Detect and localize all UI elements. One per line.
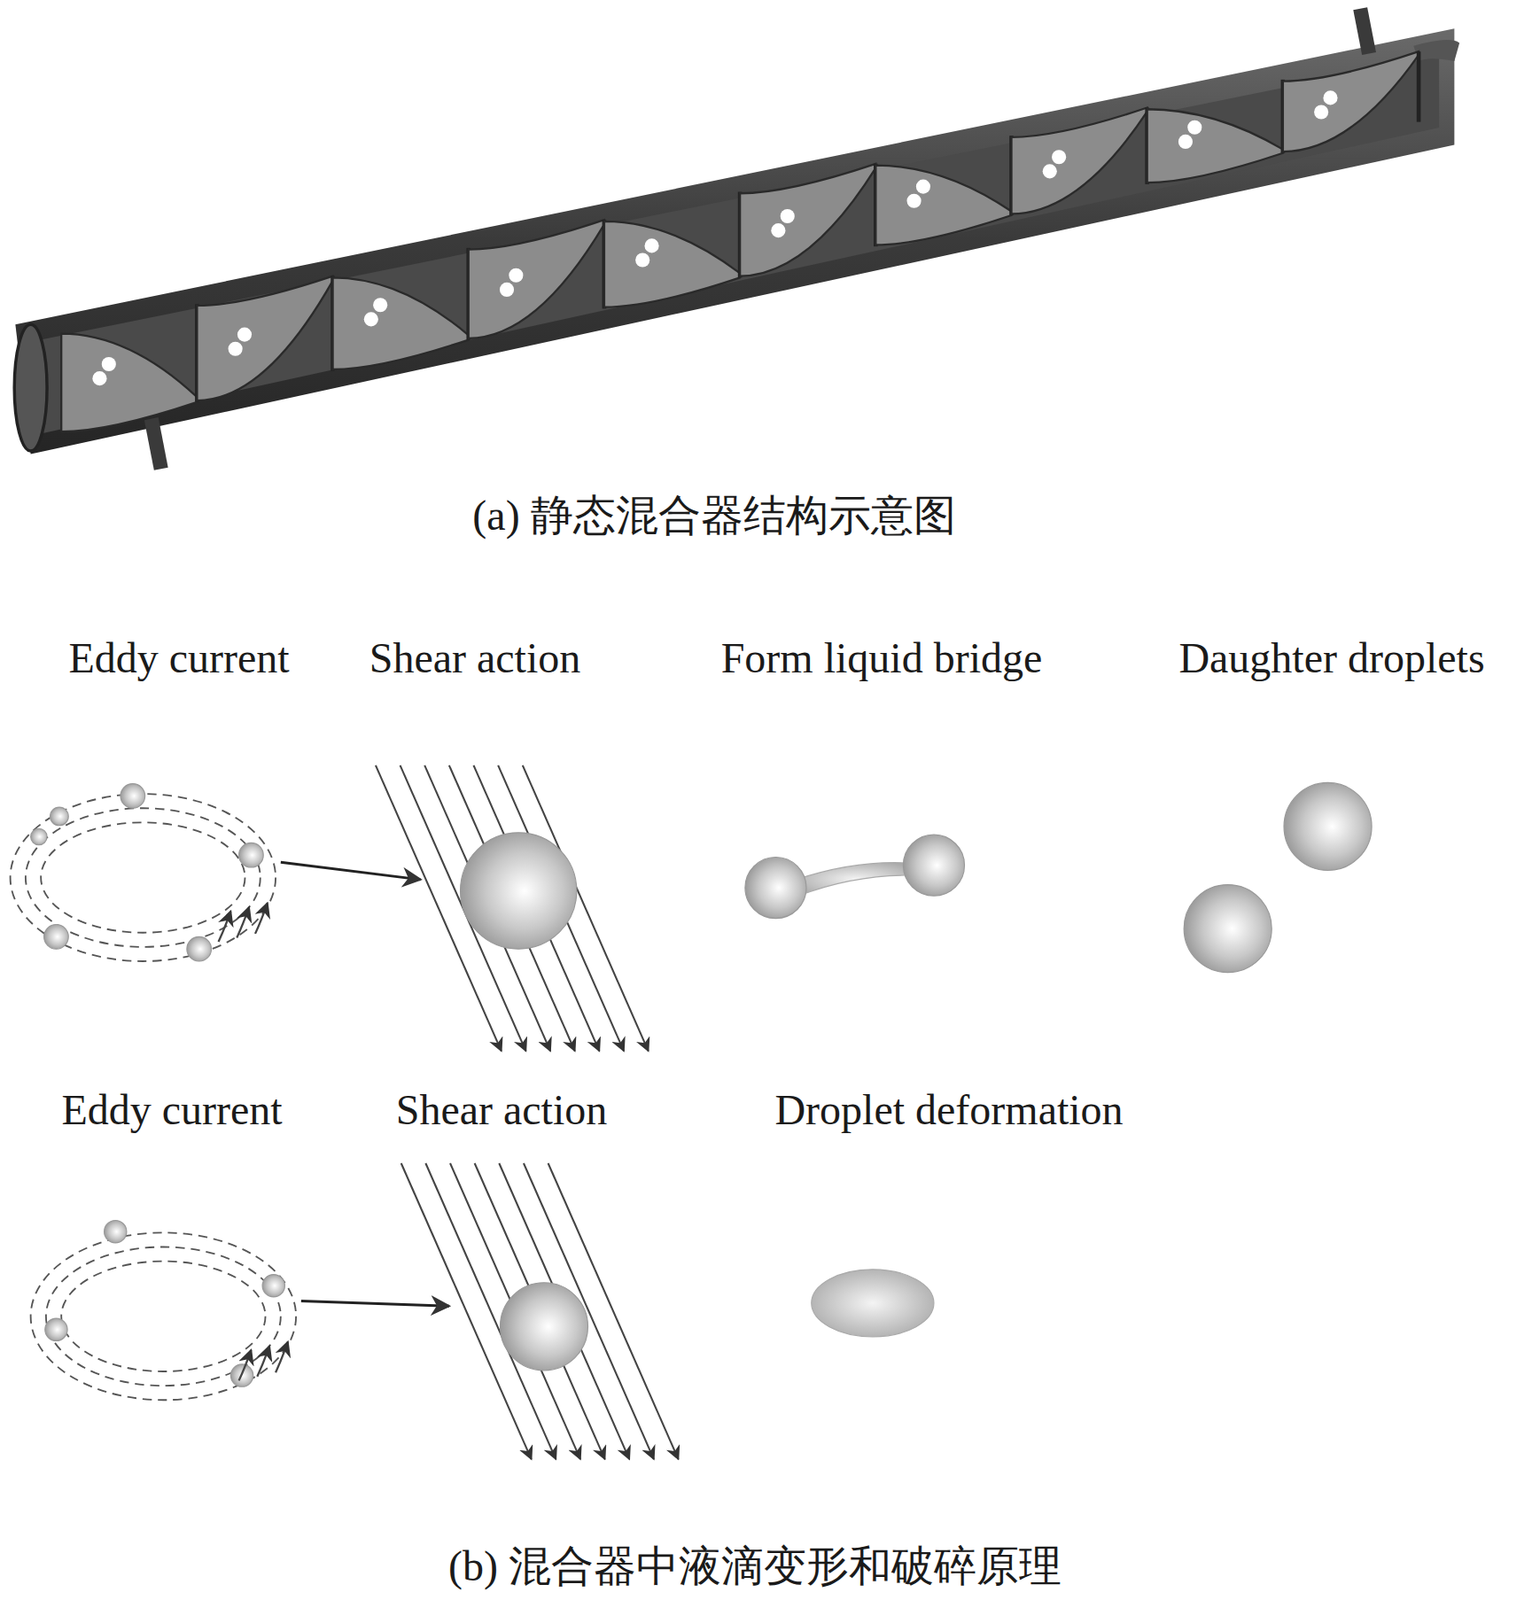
transfer-arrow — [301, 1301, 450, 1307]
eddy-ring — [46, 1246, 281, 1386]
flow-arrow — [256, 1345, 270, 1377]
droplet — [44, 925, 70, 950]
droplet — [45, 1318, 68, 1341]
mixing-element — [1011, 108, 1148, 215]
mixing-element — [739, 163, 876, 277]
mixing-element — [1147, 108, 1284, 183]
stage-label: Form liquid bridge — [721, 632, 1043, 685]
flow-arrow — [239, 1350, 252, 1382]
mixing-element — [1283, 51, 1419, 152]
highlight — [92, 371, 107, 386]
mixing-element — [875, 165, 1011, 246]
port — [144, 417, 169, 471]
droplet — [262, 1275, 285, 1298]
shear-line — [498, 1163, 630, 1460]
figure-caption: (a) 静态混合器结构示意图 — [472, 489, 956, 542]
element-edge — [1416, 51, 1422, 122]
droplet — [186, 936, 212, 962]
highlight — [228, 342, 243, 357]
highlight — [1187, 120, 1202, 135]
tube-end — [14, 324, 47, 452]
highlight — [635, 252, 650, 267]
mixing-element — [333, 277, 469, 370]
flow-arrow — [236, 907, 249, 939]
stage-label: Daughter droplets — [1178, 632, 1485, 685]
droplet — [745, 857, 807, 919]
flow-arrow — [255, 902, 268, 934]
droplet — [499, 1283, 588, 1371]
highlight — [780, 209, 795, 224]
highlight — [770, 223, 786, 238]
stage-label: Droplet deformation — [774, 1084, 1123, 1136]
highlight — [499, 282, 514, 297]
deformed-droplet — [811, 1269, 934, 1338]
highlight — [1042, 163, 1058, 179]
mixing-element — [61, 334, 197, 433]
eddy-ring — [10, 793, 276, 962]
daughter-droplet — [1283, 782, 1372, 871]
mixing-element — [604, 221, 740, 308]
flow-arrow — [218, 911, 232, 943]
liquid-bridge — [795, 863, 916, 897]
highlight — [1178, 134, 1193, 149]
port — [1353, 7, 1377, 55]
droplet — [120, 784, 146, 809]
deformation-sequence — [31, 1163, 934, 1460]
breakup-sequence — [10, 765, 1372, 1051]
droplet — [460, 832, 577, 949]
eddy-ring — [31, 1232, 296, 1400]
droplet — [239, 842, 265, 868]
highlight — [364, 311, 379, 327]
droplet — [902, 834, 965, 896]
daughter-droplet — [1183, 885, 1272, 973]
highlight — [508, 268, 523, 283]
highlight — [373, 297, 388, 312]
eddy-ring — [61, 1261, 265, 1372]
figure-caption: (b) 混合器中液滴变形和破碎原理 — [448, 1540, 1062, 1593]
highlight — [101, 357, 117, 372]
highlight — [907, 194, 922, 209]
droplet — [104, 1220, 127, 1244]
tube-cavity — [31, 55, 1439, 434]
stage-label: Shear action — [369, 632, 582, 685]
mixing-element — [196, 276, 333, 402]
highlight — [1314, 104, 1329, 119]
stage-label: Shear action — [396, 1084, 608, 1136]
transfer-arrow — [280, 862, 421, 880]
mixing-element — [468, 219, 605, 339]
stage-label: Eddy current — [68, 632, 289, 685]
highlight — [237, 327, 252, 343]
eddy-ring — [40, 822, 245, 933]
static-mixer — [14, 7, 1460, 471]
droplet — [50, 807, 70, 826]
highlight — [916, 179, 931, 195]
stage-label: Eddy current — [61, 1084, 282, 1136]
highlight — [644, 238, 659, 253]
tube-shell — [15, 28, 1455, 454]
droplet — [31, 828, 47, 845]
highlight — [1051, 149, 1066, 164]
highlight — [1322, 90, 1338, 105]
shear-line — [474, 1163, 606, 1460]
flow-arrow — [275, 1342, 288, 1374]
